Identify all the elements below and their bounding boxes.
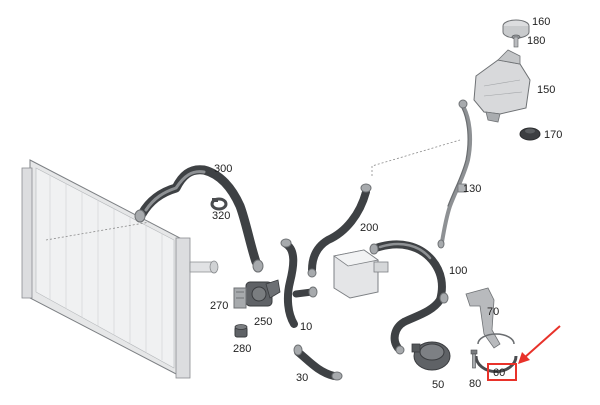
- pump-250: [245, 279, 281, 307]
- callout-30: 30: [296, 372, 308, 384]
- hose-100: [369, 240, 449, 355]
- callout-150: 150: [537, 84, 555, 96]
- radiator: [21, 159, 219, 379]
- bracket-70: [465, 287, 501, 349]
- highlight-arrow: [518, 325, 561, 364]
- callout-70: 70: [487, 306, 499, 318]
- hose-10: [280, 238, 318, 328]
- radiator-leader-line: [45, 221, 151, 241]
- callout-250: 250: [254, 316, 272, 328]
- connector-270: [233, 287, 247, 309]
- cap-280: [234, 324, 248, 338]
- callout-10: 10: [300, 321, 312, 333]
- callout-100: 100: [449, 265, 467, 277]
- callout-320: 320: [212, 210, 230, 222]
- reservoir-leader-line: [371, 139, 461, 176]
- highlight-box: [487, 363, 517, 381]
- pump-50: [411, 341, 451, 371]
- callout-280: 280: [233, 343, 251, 355]
- callout-60: 60: [493, 367, 505, 379]
- callout-270: 270: [210, 300, 228, 312]
- callout-80: 80: [469, 378, 481, 390]
- valve-block: [333, 249, 389, 299]
- callout-50: 50: [432, 379, 444, 391]
- grommet-170: [519, 127, 541, 141]
- callout-160: 160: [532, 16, 550, 28]
- cap-160: [502, 19, 530, 39]
- clamp-ring-60: [474, 333, 518, 373]
- callout-180: 180: [527, 35, 545, 47]
- callout-200: 200: [360, 222, 378, 234]
- callout-130: 130: [463, 183, 481, 195]
- callout-300: 300: [214, 163, 232, 175]
- hose-300: [134, 165, 264, 273]
- clamp-320: [210, 197, 228, 211]
- line-130: [437, 99, 473, 249]
- callout-170: 170: [544, 129, 562, 141]
- screw-180: [511, 34, 521, 48]
- bolt-80: [470, 349, 478, 369]
- reservoir-150: [473, 49, 531, 123]
- hose-30: [293, 344, 343, 381]
- hose-200: [307, 183, 372, 278]
